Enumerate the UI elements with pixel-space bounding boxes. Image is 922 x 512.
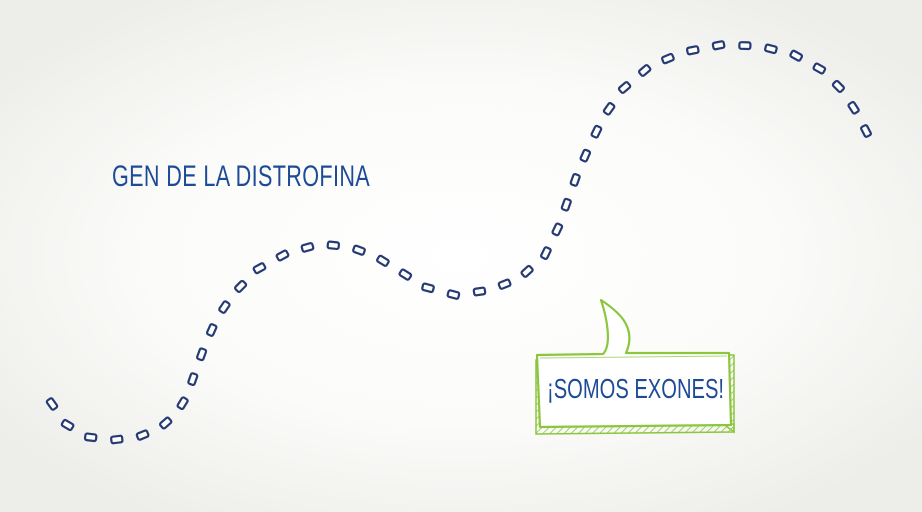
exon-block	[540, 246, 552, 260]
exon-block	[252, 262, 267, 275]
exon-block	[326, 240, 341, 251]
exon-block	[352, 244, 366, 256]
exon-block	[135, 429, 150, 441]
exon-block	[472, 286, 487, 297]
exon-block	[497, 278, 512, 290]
exon-block	[560, 197, 572, 212]
exon-block	[831, 79, 845, 93]
exon-block	[590, 124, 603, 139]
exon-block	[421, 282, 435, 294]
exon-block	[789, 49, 804, 62]
exon-block	[602, 102, 616, 116]
exon-block	[579, 148, 592, 163]
exon-block	[300, 242, 315, 253]
exon-block	[551, 222, 564, 237]
exon-block	[218, 300, 231, 314]
exon-block	[159, 416, 173, 430]
exon-block	[860, 124, 872, 138]
exon-block	[520, 264, 534, 278]
exon-block	[45, 397, 59, 411]
exon-block	[812, 62, 827, 75]
exon-block	[638, 64, 652, 77]
exon-block	[685, 45, 700, 56]
exon-block	[569, 173, 581, 187]
gene-title: GEN DE LA DISTROFINA	[112, 160, 371, 193]
exon-block	[738, 41, 752, 51]
exon-block	[275, 249, 290, 262]
exon-block	[83, 432, 98, 443]
exon-block	[376, 254, 390, 267]
exon-block	[110, 434, 124, 445]
exon-block	[847, 100, 860, 115]
exon-block	[711, 40, 726, 51]
exon-block	[176, 396, 189, 411]
speech-bubble-text: ¡SOMOS EXONES!	[547, 373, 724, 404]
exon-block	[661, 52, 675, 65]
speech-bubble-outline	[535, 298, 733, 429]
exon-block	[205, 323, 218, 337]
exon-block	[60, 418, 75, 432]
exon-block	[617, 81, 632, 94]
exon-block	[234, 279, 248, 293]
exon-block	[764, 43, 778, 55]
exon-block	[446, 289, 461, 300]
exon-block	[196, 347, 208, 362]
exon-block	[398, 268, 413, 281]
exon-block	[187, 372, 199, 386]
